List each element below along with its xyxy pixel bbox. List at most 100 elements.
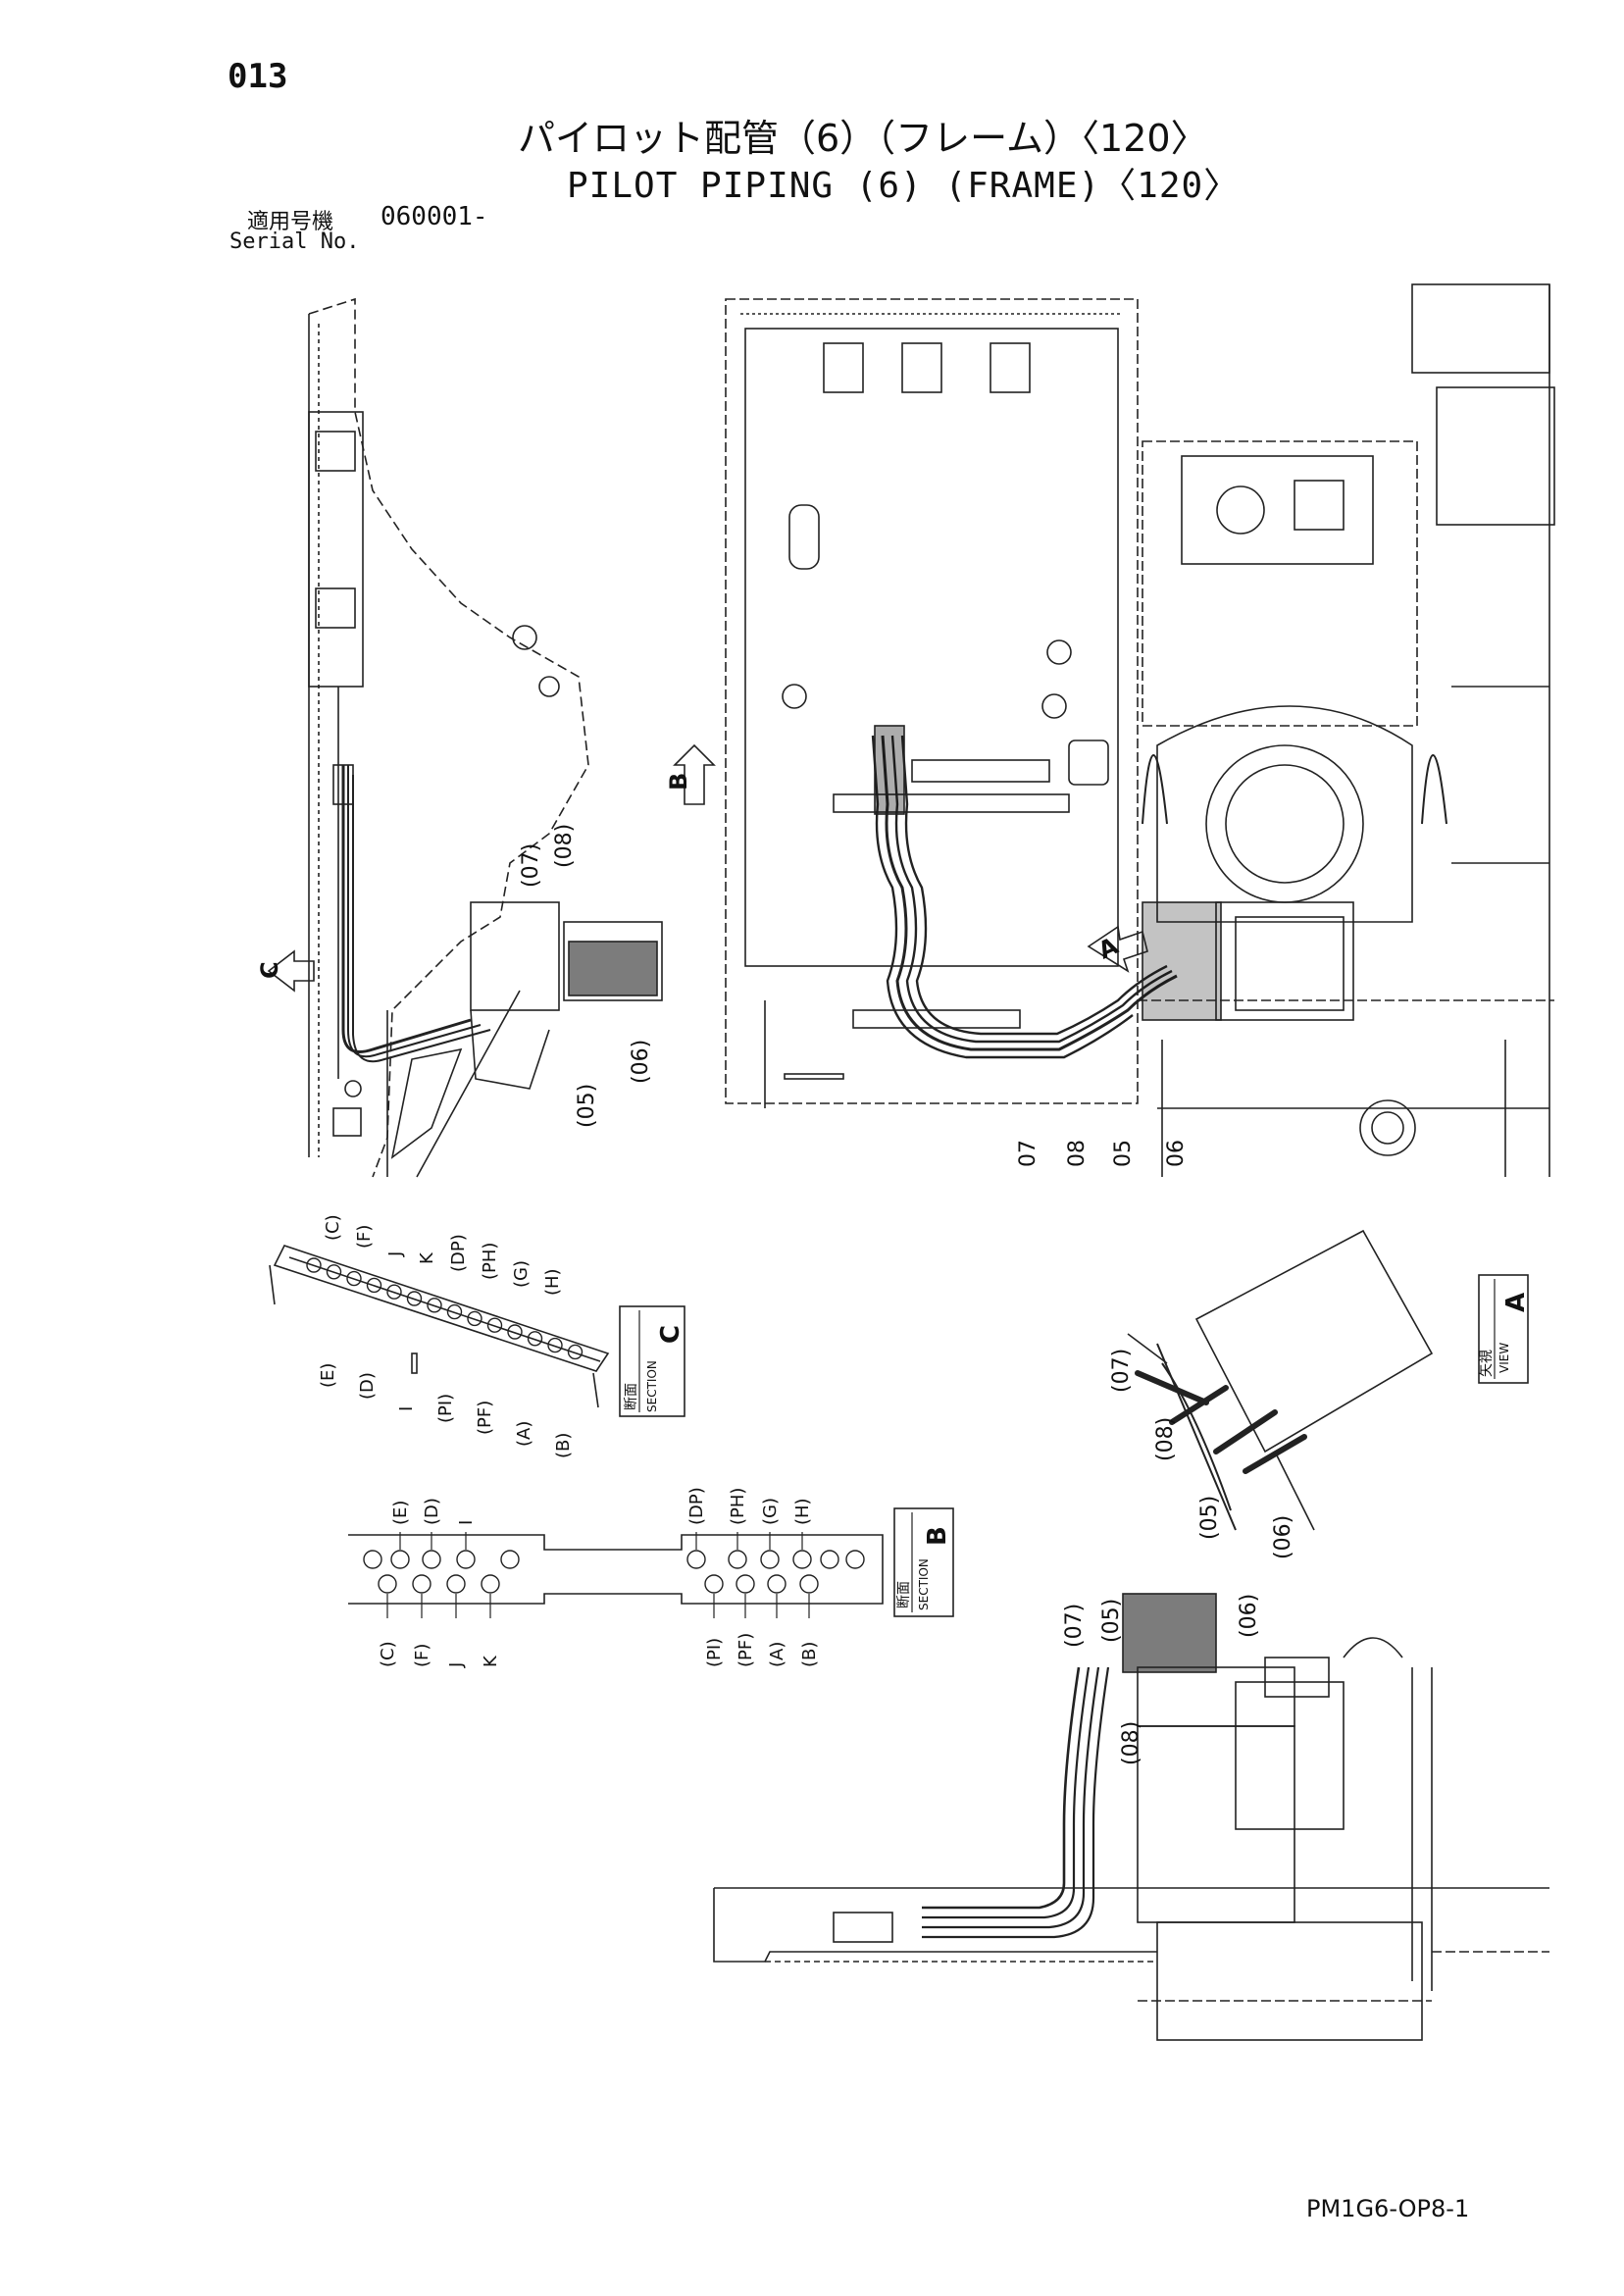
section-c-port-hole — [386, 1284, 402, 1300]
section-b-bottom-label: (A) — [767, 1642, 787, 1667]
title-english: PILOT PIPING (6) (FRAME)〈120〉 — [567, 166, 1241, 206]
section-b-top-label: (DP) — [686, 1487, 707, 1525]
section-b-bottom-label: (PF) — [736, 1633, 756, 1667]
section-b-port-hole — [456, 1550, 476, 1569]
right-callout-06: 06 — [1164, 1140, 1189, 1167]
section-c-port-hole — [486, 1317, 503, 1333]
section-b-label-jp: 断面 — [896, 1581, 912, 1608]
section-b-port-hole — [390, 1550, 410, 1569]
title-japanese: パイロット配管（6）（フレーム）〈120〉 — [518, 117, 1208, 160]
view-a-callout-05: (05) — [1197, 1496, 1222, 1540]
section-b-bottom-label: K — [481, 1655, 501, 1667]
section-c-port-hole — [446, 1303, 463, 1320]
left-callout-08: (08) — [552, 824, 577, 868]
section-c-port-label: (A) — [514, 1421, 534, 1447]
section-c-port-hole — [507, 1324, 523, 1340]
left-callout-05: (05) — [575, 1084, 599, 1128]
section-c-port-hole — [527, 1331, 543, 1347]
section-b-port-hole — [728, 1550, 747, 1569]
section-b-label-en: SECTION — [917, 1558, 931, 1610]
section-c-letter: C — [656, 1325, 685, 1344]
main-plan-view — [673, 283, 1555, 1177]
right-callout-05: 05 — [1111, 1140, 1136, 1167]
section-c-port-label: I — [396, 1406, 417, 1411]
bottom-callout-06: (06) — [1237, 1594, 1261, 1638]
page-number: 013 — [228, 57, 288, 96]
section-c-port-label: (PH) — [480, 1243, 500, 1280]
bottom-callout-07: (07) — [1062, 1604, 1087, 1648]
section-b-top-label: (D) — [422, 1498, 442, 1525]
section-c-port-label: (C) — [323, 1214, 343, 1241]
section-b-view — [348, 1534, 884, 1605]
section-b-port-hole — [363, 1550, 382, 1569]
section-b-top-label: (H) — [792, 1498, 813, 1525]
section-c-label-en: SECTION — [645, 1360, 659, 1412]
section-c-port-hole — [326, 1264, 342, 1280]
section-c-port-label: (DP) — [448, 1234, 469, 1272]
left-side-view — [267, 297, 663, 1178]
view-a-label-jp: 矢視 — [1479, 1350, 1495, 1377]
view-a-detail — [1127, 1229, 1434, 1531]
section-b-title-box — [893, 1507, 954, 1617]
section-b-port-hole — [760, 1550, 780, 1569]
section-c-port-label: (H) — [542, 1268, 563, 1296]
section-c-port-hole — [306, 1257, 322, 1273]
section-c-port-label: J — [385, 1251, 406, 1257]
section-b-port-hole — [500, 1550, 520, 1569]
right-callout-08: 08 — [1065, 1140, 1090, 1167]
section-b-port-hole — [820, 1550, 839, 1569]
section-c-port-label: (G) — [511, 1260, 532, 1288]
section-c-port-hole — [547, 1337, 563, 1353]
right-callout-07: 07 — [1016, 1140, 1040, 1167]
view-a-callout-08: (08) — [1153, 1417, 1178, 1461]
section-b-port-hole — [481, 1574, 500, 1594]
section-b-bottom-label: J — [446, 1662, 467, 1668]
section-c-port-hole — [346, 1270, 362, 1287]
section-b-port-hole — [422, 1550, 441, 1569]
view-a-letter: A — [1501, 1293, 1531, 1312]
section-c-port-hole — [427, 1298, 442, 1313]
left-callout-06: (06) — [629, 1040, 653, 1084]
section-c-port-hole — [467, 1310, 482, 1327]
section-c-port-hole — [406, 1291, 423, 1306]
section-c-port-label: (D) — [357, 1372, 378, 1400]
section-b-top-label: (PH) — [728, 1488, 748, 1525]
section-b-port-hole — [446, 1574, 466, 1594]
section-c-port-label: (F) — [354, 1225, 375, 1249]
section-c-port-label: (PF) — [475, 1401, 495, 1435]
section-c-port-label: (B) — [553, 1433, 574, 1458]
section-c-port-label: K — [417, 1251, 437, 1264]
section-b-letter: B — [923, 1526, 952, 1546]
document-code: PM1G6-OP8-1 — [1306, 2195, 1470, 2222]
section-b-port-hole — [704, 1574, 724, 1594]
view-a-callout-06: (06) — [1271, 1515, 1295, 1559]
bottom-callout-05: (05) — [1099, 1599, 1124, 1643]
section-b-port-hole — [412, 1574, 431, 1594]
section-b-top-label: (G) — [760, 1498, 781, 1525]
view-a-label-en: VIEW — [1497, 1343, 1511, 1373]
section-b-port-hole — [799, 1574, 819, 1594]
view-a-title-box — [1478, 1274, 1529, 1384]
bottom-side-view — [713, 1593, 1549, 2041]
section-c-port-hole — [567, 1344, 584, 1360]
section-b-bottom-label: (C) — [378, 1641, 398, 1667]
left-callout-07: (07) — [519, 843, 543, 888]
section-b-port-hole — [845, 1550, 865, 1569]
view-b-marker-letter: B — [665, 773, 692, 791]
section-c-label-jp: 断面 — [624, 1383, 639, 1410]
serial-label-english: Serial No. — [229, 230, 360, 254]
section-b-port-hole — [686, 1550, 706, 1569]
section-b-bottom-label: (F) — [412, 1644, 432, 1667]
view-c-marker-letter: C — [256, 961, 283, 979]
section-b-port-hole — [378, 1574, 397, 1594]
view-a-callout-07: (07) — [1109, 1349, 1134, 1393]
section-b-top-label: I — [456, 1520, 477, 1525]
section-b-bottom-label: (B) — [799, 1642, 820, 1667]
bottom-callout-08: (08) — [1119, 1721, 1143, 1765]
section-c-port-label: (E) — [318, 1363, 338, 1388]
section-b-port-hole — [736, 1574, 755, 1594]
serial-label-japanese: 適用号機 — [247, 210, 334, 234]
section-b-top-label: (E) — [390, 1501, 411, 1525]
